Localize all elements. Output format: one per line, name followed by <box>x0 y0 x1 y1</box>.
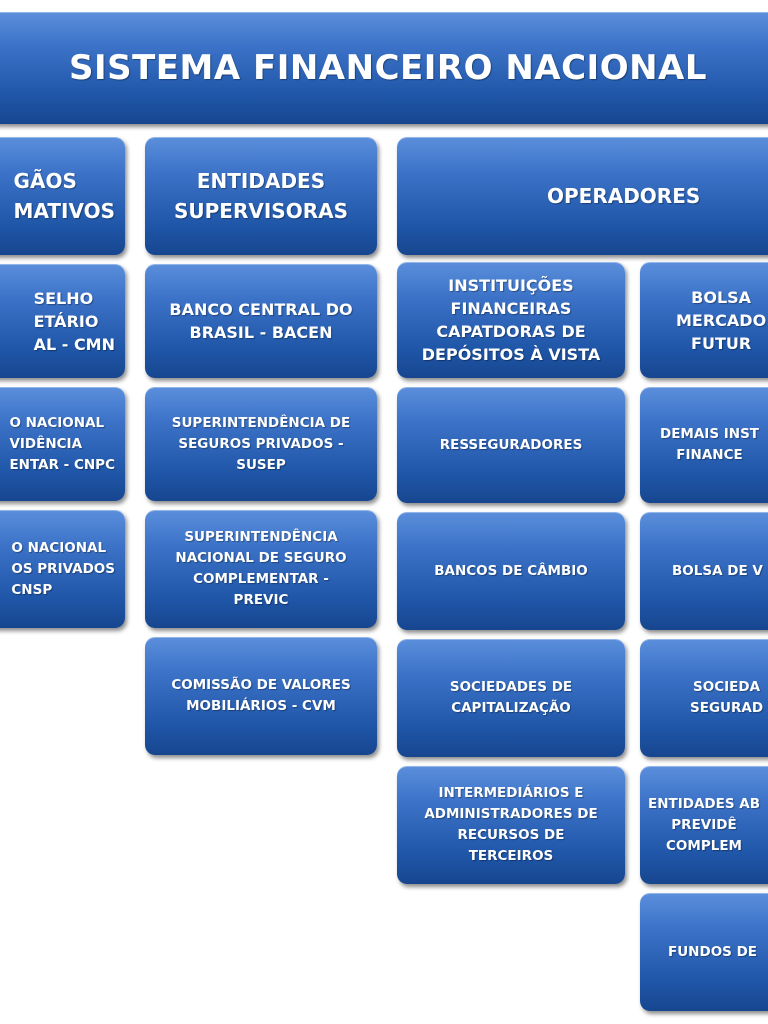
normativos-header-box: GÃOS MATIVOS <box>0 137 125 255</box>
supervisoras-item-box: SUPERINTENDÊNCIA DE SEGUROS PRIVADOS - S… <box>145 387 377 501</box>
operadores-left-item-text: INTERMEDIÁRIOS E ADMINISTRADORES DE RECU… <box>424 785 598 864</box>
operadores-left-item-box: BANCOS DE CÂMBIO <box>397 512 625 630</box>
title-box: SISTEMA FINANCEIRO NACIONAL <box>0 12 768 124</box>
operadores-right-item-box: SOCIEDA SEGURAD <box>640 639 768 757</box>
operadores-right-item-box: BOLSA MERCADO FUTUR <box>640 262 768 378</box>
normativos-header-text: GÃOS MATIVOS <box>13 169 115 223</box>
operadores-left-item-text: BANCOS DE CÂMBIO <box>434 562 588 579</box>
normativos-item-box: O NACIONAL VIDÊNCIA ENTAR - CNPC <box>0 387 125 501</box>
normativos-item-text: O NACIONAL VIDÊNCIA ENTAR - CNPC <box>9 414 115 473</box>
supervisoras-item-box: SUPERINTENDÊNCIA NACIONAL DE SEGURO COMP… <box>145 510 377 628</box>
operadores-right-item-text: BOLSA MERCADO FUTUR <box>676 287 767 353</box>
supervisoras-item-box: COMISSÃO DE VALORES MOBILIÁRIOS - CVM <box>145 637 377 755</box>
operadores-left-item-box: RESSEGURADORES <box>397 387 625 503</box>
supervisoras-header-box: ENTIDADES SUPERVISORAS <box>145 137 377 255</box>
operadores-left-item-text: SOCIEDADES DE CAPITALIZAÇÃO <box>449 679 573 716</box>
operadores-right-item-box: FUNDOS DE <box>640 893 768 1011</box>
operadores-right-item-text: DEMAIS INST FINANCE <box>660 426 760 463</box>
normativos-item-box: SELHO ETÁRIO AL - CMN <box>0 264 125 378</box>
operadores-right-item-text: FUNDOS DE <box>668 943 758 960</box>
supervisoras-item-box: BANCO CENTRAL DO BRASIL - BACEN <box>145 264 377 378</box>
supervisoras-item-text: SUPERINTENDÊNCIA NACIONAL DE SEGURO COMP… <box>175 529 347 608</box>
supervisoras-header-text: ENTIDADES SUPERVISORAS <box>174 169 348 223</box>
operadores-left-item-box: INSTITUIÇÕES FINANCEIRAS CAPATDORAS DE D… <box>397 262 625 378</box>
operadores-right-item-box: ENTIDADES AB PREVIDÊ COMPLEM <box>640 766 768 884</box>
operadores-right-item-text: BOLSA DE V <box>672 562 763 579</box>
supervisoras-item-text: SUPERINTENDÊNCIA DE SEGUROS PRIVADOS - S… <box>171 414 351 473</box>
operadores-left-item-text: RESSEGURADORES <box>439 436 583 453</box>
operadores-left-item-text: INSTITUIÇÕES FINANCEIRAS CAPATDORAS DE D… <box>421 276 601 364</box>
operadores-right-item-box: BOLSA DE V <box>640 512 768 630</box>
operadores-right-item-text: SOCIEDA SEGURAD <box>690 679 764 716</box>
operadores-right-item-text: ENTIDADES AB PREVIDÊ COMPLEM <box>648 795 760 854</box>
supervisoras-item-text: BANCO CENTRAL DO BRASIL - BACEN <box>169 300 353 342</box>
title-text: SISTEMA FINANCEIRO NACIONAL <box>68 48 708 88</box>
normativos-item-box: O NACIONAL OS PRIVADOS CNSP <box>0 510 125 628</box>
supervisoras-item-text: COMISSÃO DE VALORES MOBILIÁRIOS - CVM <box>171 677 351 714</box>
normativos-item-text: O NACIONAL OS PRIVADOS CNSP <box>11 539 115 598</box>
operadores-left-item-box: SOCIEDADES DE CAPITALIZAÇÃO <box>397 639 625 757</box>
operadores-left-item-box: INTERMEDIÁRIOS E ADMINISTRADORES DE RECU… <box>397 766 625 884</box>
operadores-header-box: OPERADORES <box>397 137 768 255</box>
operadores-header-text: OPERADORES <box>547 184 701 208</box>
normativos-item-text: SELHO ETÁRIO AL - CMN <box>33 288 115 354</box>
operadores-right-item-box: DEMAIS INST FINANCE <box>640 387 768 503</box>
